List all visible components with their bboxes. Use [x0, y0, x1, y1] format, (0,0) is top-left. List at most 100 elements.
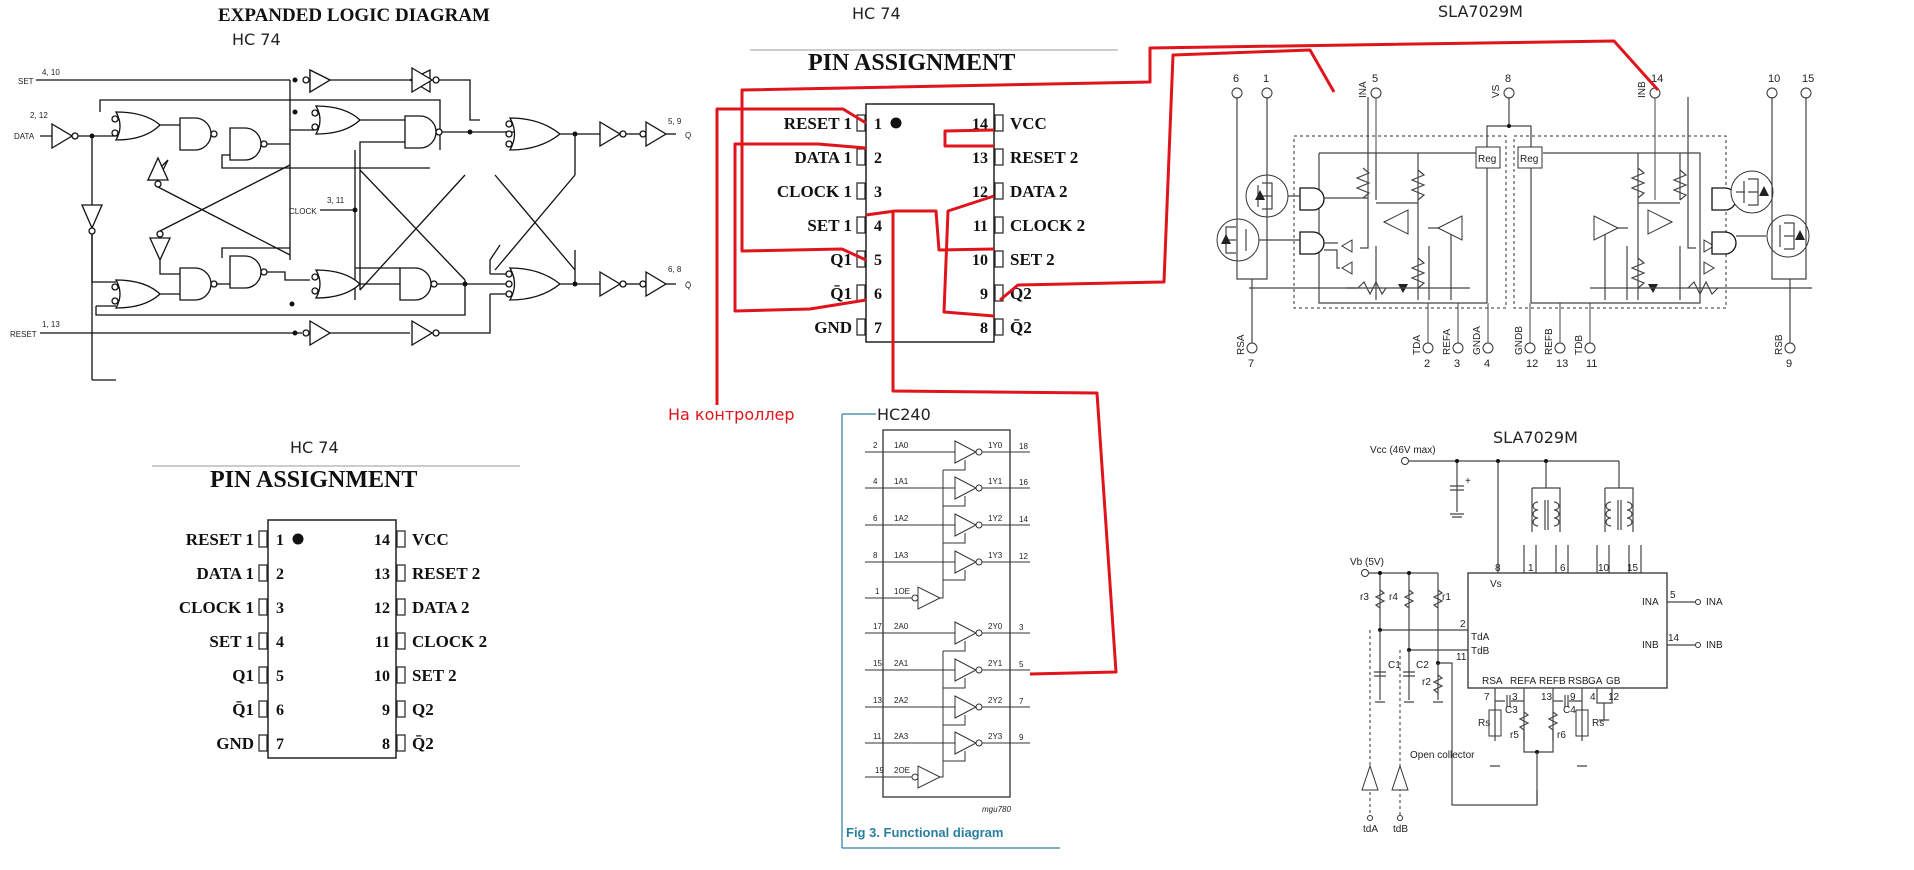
sla-top-pin-label: INA: [1358, 81, 1369, 98]
sla-bottom-pin: [1584, 342, 1596, 354]
cap-polarity-plus: +: [1465, 476, 1471, 487]
hc240-in-pin: 13: [873, 696, 882, 705]
pin-label-left: Q1: [830, 250, 852, 269]
wire-q1-to-inb: [740, 39, 1660, 262]
hc240-in-label: 2A3: [894, 732, 909, 741]
oe-pin: 1: [875, 587, 880, 596]
wire-reset1-to-controller: [715, 107, 867, 405]
sla-bottom-pin-number: 3: [1454, 358, 1460, 370]
hc240-in-label: 1A2: [894, 514, 909, 523]
sla-top-pin-label: INB: [1637, 81, 1648, 98]
r1-label: r1: [1442, 592, 1451, 603]
pin-number-left: 7: [276, 736, 284, 753]
pin-number-right: 14: [374, 532, 390, 549]
sla-top-pin: [1503, 87, 1515, 99]
c1-label: C1: [1388, 660, 1401, 671]
chip-inb-pin: 14: [1668, 633, 1680, 644]
pin-top-title: PIN ASSIGNMENT: [808, 50, 1015, 76]
pin-pad-right: [396, 700, 406, 718]
sla-bottom-pin-number: 12: [1526, 358, 1538, 370]
motor-coil-a: [1523, 487, 1569, 574]
c4-label: C4: [1563, 705, 1576, 716]
buffer-gate: [954, 513, 978, 537]
pin-pad-right: [994, 284, 1004, 302]
pin-label-left: GND: [814, 318, 852, 337]
sla-top-pin-number: 5: [1372, 73, 1378, 85]
pin-number-right: 11: [375, 634, 390, 651]
pin-label-right: DATA 2: [1010, 182, 1067, 201]
hc240-out-label: 1Y2: [988, 514, 1003, 523]
hc240-out-pin: 5: [1019, 660, 1024, 669]
hc240-caption: Fig 3. Functional diagram: [846, 825, 1003, 840]
mosfet-b2: [1766, 214, 1810, 258]
rs-a-label: Rs: [1478, 718, 1490, 729]
c3-label: C3: [1505, 705, 1518, 716]
rs-b-label: Rs: [1592, 718, 1604, 729]
r3-label: r3: [1360, 592, 1369, 603]
pin-label-right: CLOCK 2: [412, 632, 487, 651]
pin-pad-right: [994, 318, 1004, 336]
hc240-in-label: 1A3: [894, 551, 909, 560]
red-wires: [715, 39, 1660, 676]
sla-bottom-pin-number: 4: [1484, 358, 1490, 370]
hc240-in-pin: 4: [873, 477, 878, 486]
hc240-out-label: 2Y1: [988, 659, 1003, 668]
data-input-label: DATA: [14, 132, 35, 141]
pin-number-left: 2: [874, 150, 882, 167]
sla-app-bottom-pin: 3: [1512, 692, 1518, 703]
vb-label: Vb (5V): [1350, 557, 1384, 568]
oe-label: 1OE: [894, 587, 910, 596]
pin-pad-left: [258, 598, 268, 616]
hc240-in-label: 2A1: [894, 659, 909, 668]
pin-number-right: 13: [972, 150, 988, 167]
pin-pad-left: [856, 148, 866, 166]
pin-pad-left: [856, 284, 866, 302]
vcc-label: Vcc (46V max): [1370, 445, 1436, 456]
pin-number-left: 6: [276, 702, 284, 719]
pin-number-left: 2: [276, 566, 284, 583]
sla-app-bottom-pin: 4: [1590, 692, 1596, 703]
hc240-chip-body: [882, 429, 1011, 798]
buffer-gate: [954, 658, 978, 682]
sla-top-pin: [1231, 87, 1243, 99]
pin-label-right: Q2: [412, 700, 434, 719]
pin-number-left: 6: [874, 286, 882, 303]
sla-top-pin: [1800, 87, 1812, 99]
pin-label-left: SET 1: [807, 216, 852, 235]
mosfet-a2: [1216, 218, 1260, 262]
pin-number-right: 10: [374, 668, 390, 685]
pin-number-left: 3: [874, 184, 882, 201]
pin-pad-left: [258, 632, 268, 650]
sla-app-chip-body: [1467, 572, 1668, 689]
pin-number-right: 12: [972, 184, 988, 201]
sla-bottom-pin-number: 7: [1248, 358, 1254, 370]
buffer-gate: [954, 440, 978, 464]
set-input-pins: 4, 10: [42, 68, 60, 77]
sla-bottom-pin: [1784, 342, 1796, 354]
pin-number-left: 4: [874, 218, 882, 235]
pin-label-right: RESET 2: [1010, 148, 1078, 167]
data-input-pins: 2, 12: [30, 111, 48, 120]
sla-top-pin: [1766, 87, 1778, 99]
expanded-logic-diagram: EXPANDED LOGIC DIAGRAM HC 74 SET 4, 10 D…: [10, 5, 691, 381]
sla-bottom-pin-label: GNDB: [1514, 326, 1525, 355]
pin-label-right: RESET 2: [412, 564, 480, 583]
hc240-out-pin: 9: [1019, 733, 1024, 742]
pin-number-left: 3: [276, 600, 284, 617]
pin-label-left: Q̄1: [232, 700, 254, 719]
ext-ina-label: INA: [1706, 597, 1723, 608]
r6-label: r6: [1557, 730, 1566, 741]
hc240-in-pin: 17: [873, 622, 882, 631]
tdb-input: tdB: [1393, 824, 1408, 835]
buffer-gate: [954, 695, 978, 719]
reg-box-a: [1475, 146, 1501, 169]
r4-label: r4: [1389, 592, 1398, 603]
pin-pad-left: [258, 734, 268, 752]
pin-pad-right: [396, 734, 406, 752]
sla-top-pin-number: 8: [1505, 73, 1511, 85]
pin-pad-left: [258, 564, 268, 582]
pin-pad-right: [396, 632, 406, 650]
sla-bottom-pin: [1452, 342, 1464, 354]
set-input-label: SET: [18, 77, 34, 86]
